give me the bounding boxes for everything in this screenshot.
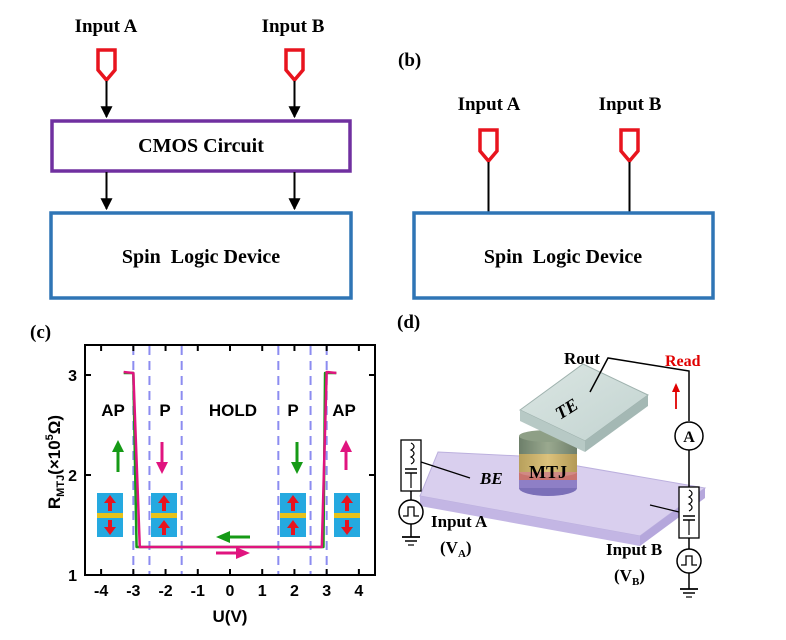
x-tick-label: -4 xyxy=(94,583,108,600)
panel-a: Input A Input B CMOS Circuit Spin Logic … xyxy=(49,16,353,300)
spin-logic-device-box-a xyxy=(49,211,353,300)
region-label-ap-left: AP xyxy=(101,401,125,420)
cmos-circuit-label: CMOS Circuit xyxy=(138,135,264,157)
spin-logic-device-label-b: Spin Logic Device xyxy=(484,246,642,268)
mtj-state-icon-p-right xyxy=(280,493,306,537)
top-electrode: TE xyxy=(519,363,649,452)
magenta-up-arrowhead-right xyxy=(340,440,352,452)
series-line-magenta xyxy=(123,370,337,549)
chart-annotation-arrows xyxy=(112,440,352,559)
y-tick-label: 1 xyxy=(68,568,77,585)
panel-c-label: (c) xyxy=(30,322,51,343)
green-up-arrowhead-left xyxy=(112,440,124,452)
input-b-circuit xyxy=(649,486,702,598)
x-tick-label: -3 xyxy=(126,583,140,600)
rout-wire xyxy=(589,357,690,421)
x-tick-label: -1 xyxy=(191,583,205,600)
bottom-electrode-side xyxy=(420,496,640,546)
input-a-pin-icon xyxy=(96,48,117,83)
vb-label: (VB) xyxy=(614,566,645,588)
region-label-hold: HOLD xyxy=(209,401,257,420)
panel-b-input-b-label: Input B xyxy=(599,94,662,115)
panel-b: (b) Input A Input B Spin Logic Device xyxy=(398,50,715,300)
read-arrowhead xyxy=(672,383,680,392)
panel-b-input-a-label: Input A xyxy=(458,94,521,115)
y-tick-label: 2 xyxy=(68,468,77,485)
mtj-pillar: MTJ xyxy=(519,430,577,496)
green-down-arrowhead-right xyxy=(291,462,303,474)
spin-logic-device-box-b xyxy=(412,211,715,300)
read-label: Read xyxy=(665,353,701,370)
panel-a-input-b-label: Input B xyxy=(262,16,325,37)
panel-a-input-a-label: Input A xyxy=(75,16,138,37)
cmos-circuit-box xyxy=(50,119,352,173)
x-tick-label: 2 xyxy=(290,583,299,600)
region-label-ap-right: AP xyxy=(332,401,356,420)
x-tick-label: 4 xyxy=(354,583,363,600)
chart-ylabel: RMTJ(×105Ω) xyxy=(44,415,67,509)
ammeter-label: A xyxy=(683,429,695,446)
magenta-right-arrowhead xyxy=(236,547,250,559)
magenta-down-arrowhead-left xyxy=(156,462,168,474)
mtj-state-icon-ap-left xyxy=(97,493,123,537)
mtj-state-icon-ap-right xyxy=(334,493,360,537)
panel-d: (d) BE MTJ TE Rout Read xyxy=(397,312,707,598)
panel-b-input-a-pin-icon xyxy=(478,128,499,164)
mtj-label: MTJ xyxy=(529,462,567,482)
panel-c: (c) RMTJ(×105Ω) U(V) -4 -3 -2 -1 0 1 2 3 4 1 2 3 AP… xyxy=(30,322,376,626)
panel-b-label: (b) xyxy=(398,50,421,71)
chart-xlabel: U(V) xyxy=(213,607,248,626)
mtj-state-icon-p-left xyxy=(151,493,177,537)
rout-label: Rout xyxy=(564,349,600,368)
x-tick-label: -2 xyxy=(158,583,172,600)
be-label: BE xyxy=(479,469,503,488)
input-b-label: Input B xyxy=(606,540,662,559)
region-label-p-left: P xyxy=(159,401,170,420)
y-tick-label: 3 xyxy=(68,368,77,385)
input-a-label: Input A xyxy=(431,512,488,531)
input-b-pin-icon xyxy=(284,48,305,83)
va-label: (VA) xyxy=(440,538,472,560)
panel-b-input-b-pin-icon xyxy=(619,128,640,164)
chart-plot-area: -4 -3 -2 -1 0 1 2 3 4 1 2 3 xyxy=(68,344,376,600)
panel-d-label: (d) xyxy=(397,312,420,333)
green-left-arrowhead xyxy=(216,531,230,543)
x-tick-label: 3 xyxy=(322,583,331,600)
input-a-source-icon xyxy=(398,499,424,525)
x-tick-label: 0 xyxy=(226,583,235,600)
region-label-p-right: P xyxy=(287,401,298,420)
x-tick-label: 1 xyxy=(258,583,267,600)
input-b-source-icon xyxy=(676,548,702,574)
spin-logic-device-label-a: Spin Logic Device xyxy=(122,246,280,268)
input-a-circuit xyxy=(398,439,471,546)
